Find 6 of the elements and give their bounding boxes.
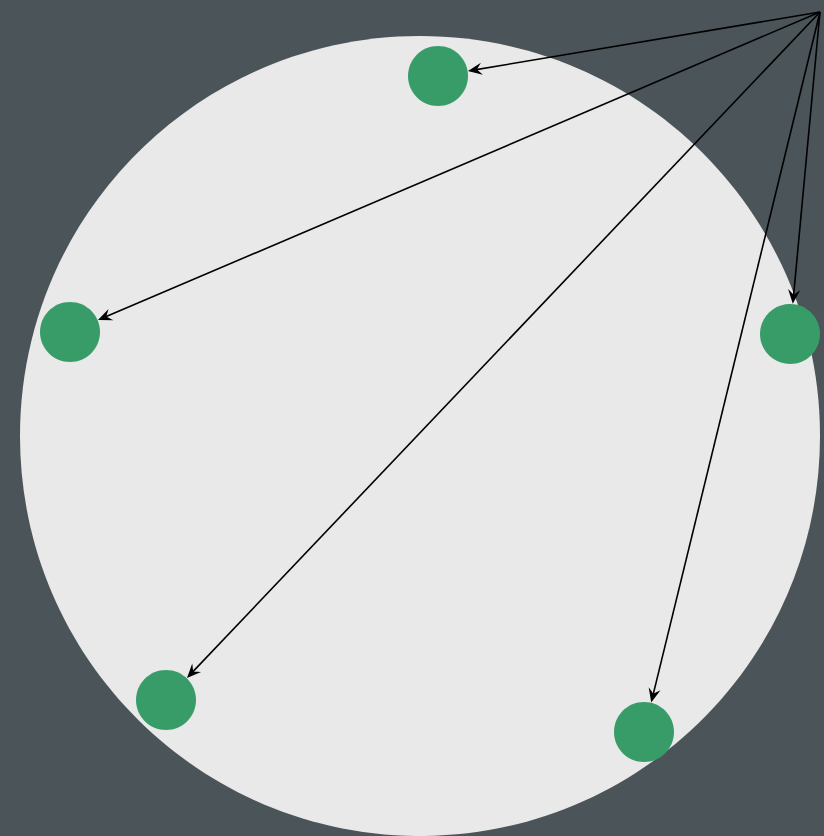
dot xyxy=(136,670,196,730)
dot xyxy=(760,304,820,364)
dot xyxy=(408,46,468,106)
dot xyxy=(614,702,674,762)
dot xyxy=(40,302,100,362)
disc xyxy=(20,36,820,836)
